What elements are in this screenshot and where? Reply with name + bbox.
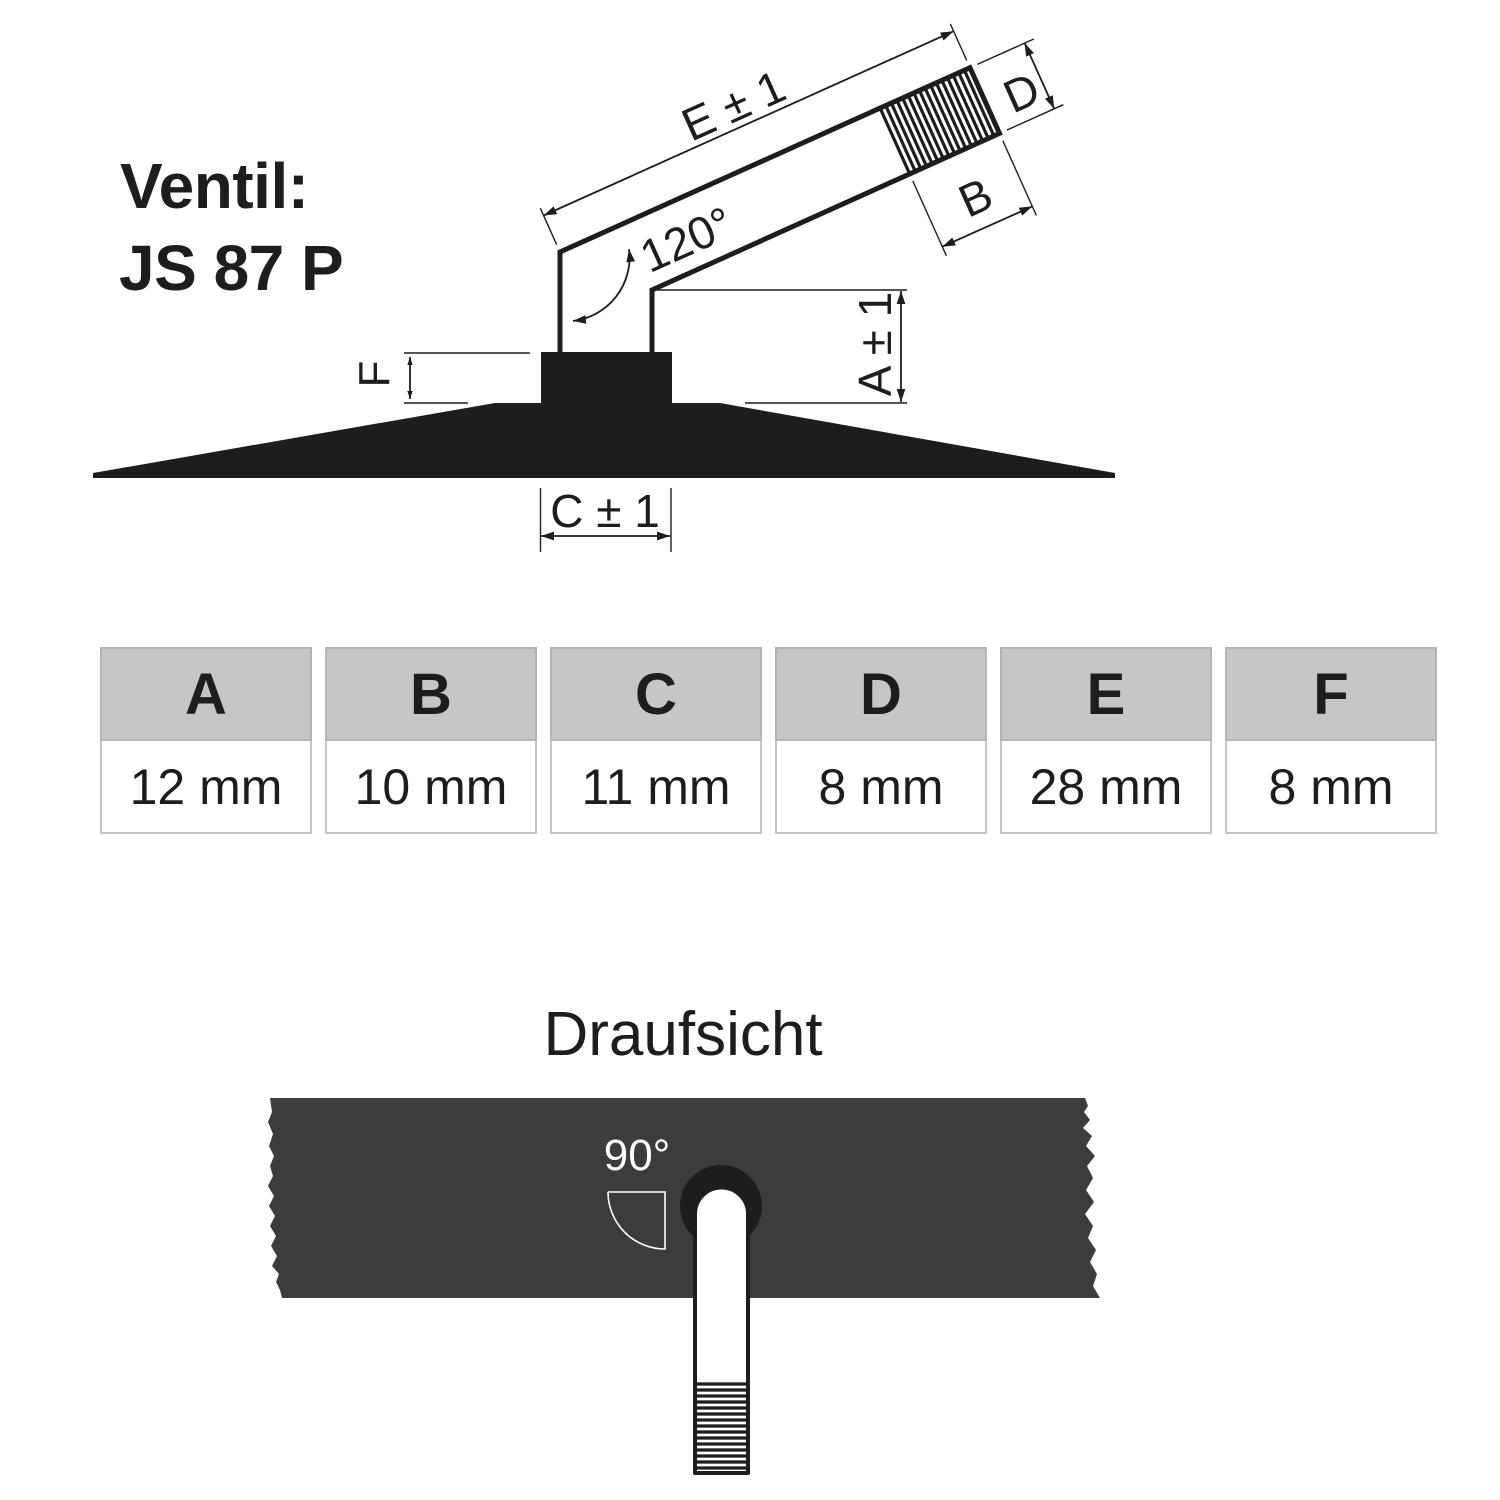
table-column-c: C 11 mm [550, 647, 762, 834]
dim-e-extension-right [949, 23, 968, 61]
thread-line [962, 69, 996, 137]
column-value: 12 mm [100, 741, 312, 834]
angle-120-arc [572, 248, 635, 324]
rim-base [93, 403, 1115, 478]
dim-e-label: E ± 1 [674, 60, 793, 151]
dim-c-label: C ± 1 [550, 485, 660, 537]
table-column-d: D 8 mm [775, 647, 987, 834]
column-value: 8 mm [1225, 741, 1437, 834]
column-header: D [775, 647, 987, 741]
column-header: F [1225, 647, 1437, 741]
angle-90-label: 90° [604, 1131, 671, 1180]
thread-line [957, 72, 990, 140]
dim-e-extension-left [539, 207, 558, 245]
column-value: 28 mm [1000, 741, 1212, 834]
dimension-table: A 12 mm B 10 mm C 11 mm D 8 mm E 28 mm F… [100, 647, 1437, 834]
thread-line [951, 74, 985, 142]
table-column-b: B 10 mm [325, 647, 537, 834]
title-line-1: Ventil: [120, 150, 309, 222]
column-header: A [100, 647, 312, 741]
side-view: E ± 1 D B 120° A ± 1 F C ± 1 [93, 23, 1115, 552]
dim-b-label: B [951, 167, 1000, 227]
column-header: B [325, 647, 537, 741]
column-value: 10 mm [325, 741, 537, 834]
column-header: E [1000, 647, 1212, 741]
stem-thread-top-view [696, 1382, 747, 1470]
top-view-title: Draufsicht [543, 1000, 822, 1069]
column-value: 8 mm [775, 741, 987, 834]
valve-stem-top-view [693, 1185, 750, 1475]
dim-e-line [543, 30, 954, 217]
title-line-2: JS 87 P [119, 232, 343, 304]
dim-d-label: D [996, 62, 1048, 123]
top-view: Draufsicht 90° [268, 1000, 1100, 1475]
dim-d-line [1023, 42, 1056, 110]
table-column-f: F 8 mm [1225, 647, 1437, 834]
dim-d-extension-top [977, 38, 1035, 66]
column-value: 11 mm [550, 741, 762, 834]
column-header: C [550, 647, 762, 741]
dim-a-label: A ± 1 [849, 292, 901, 397]
table-column-e: E 28 mm [1000, 647, 1212, 834]
dim-f-label: F [350, 361, 399, 388]
dim-b-line [941, 205, 1033, 248]
valve-foot [541, 352, 672, 404]
right-angle-marker [607, 1191, 666, 1250]
dim-b-extension-left [912, 180, 948, 257]
table-column-a: A 12 mm [100, 647, 312, 834]
dim-b-extension-right [1002, 140, 1038, 216]
